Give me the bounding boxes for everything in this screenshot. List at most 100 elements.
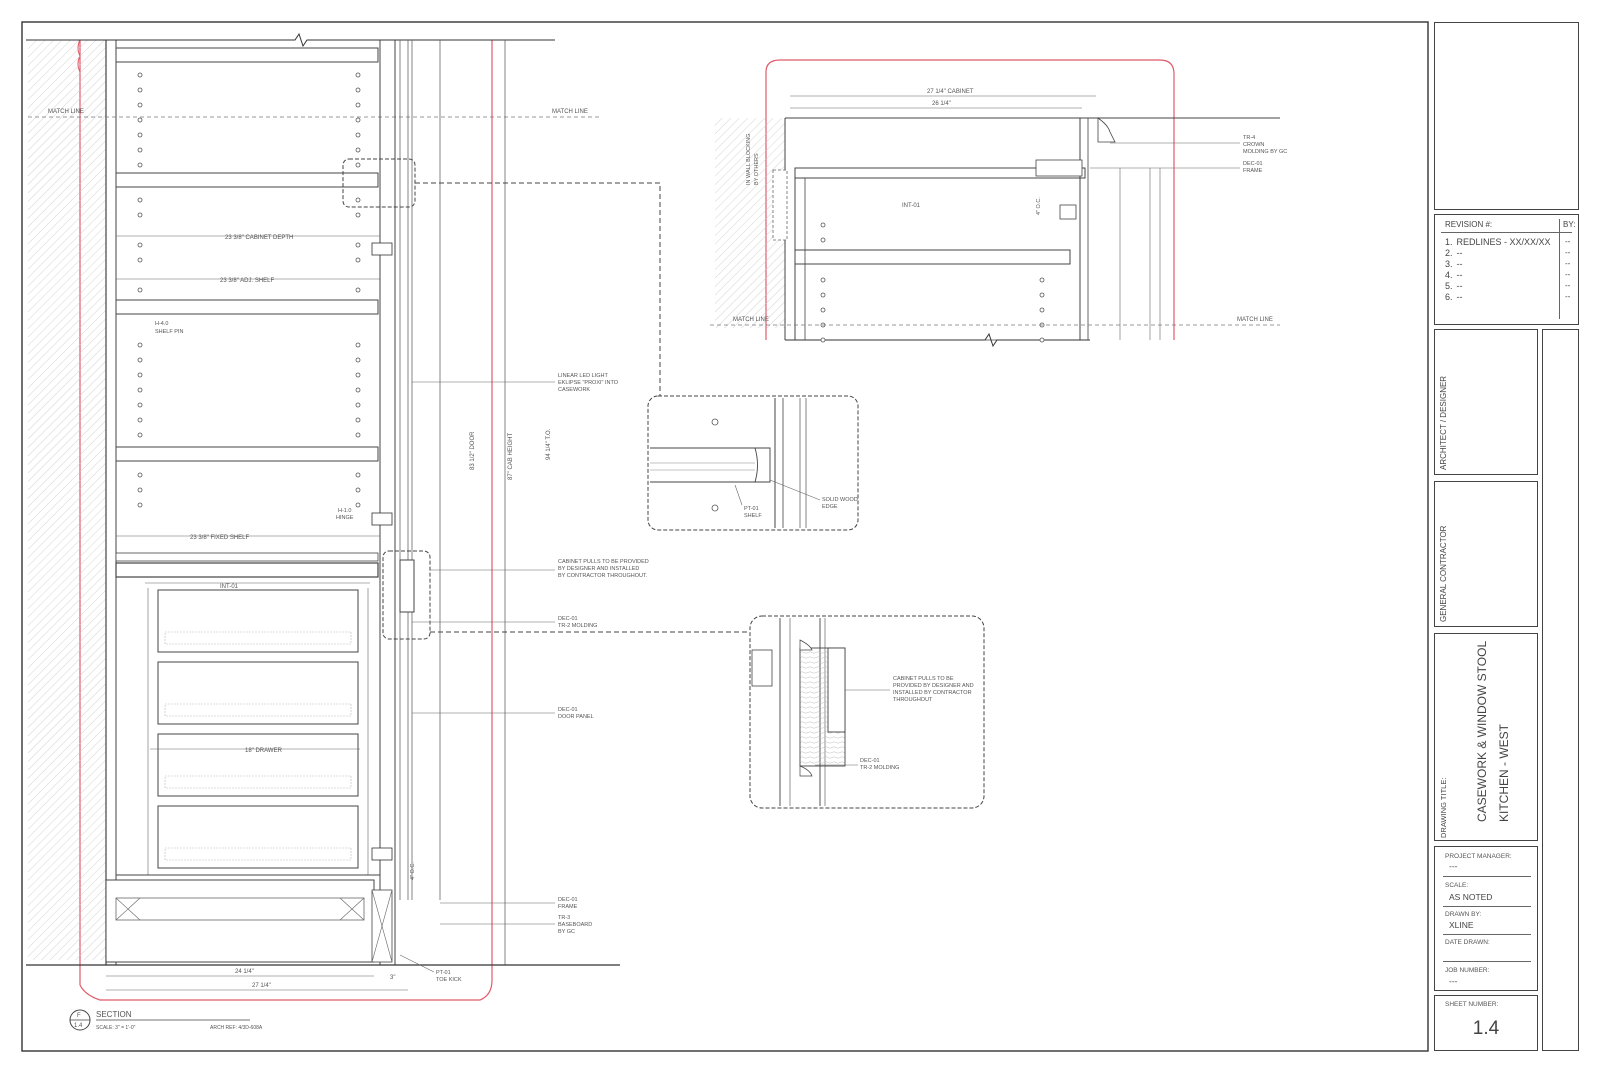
hinge-middle <box>371 512 393 526</box>
drawer-stack: INT-01 18" DRAWER <box>116 582 380 876</box>
pulls-note-3: BY CONTRACTOR THROUGHOUT. <box>558 573 648 579</box>
wall-hatch <box>28 40 106 960</box>
revision-row: 1.REDLINES - XX/XX/XX <box>1445 237 1551 247</box>
toe-kick-note-2: TOE KICK <box>436 977 462 983</box>
architect-label: ARCHITECT / DESIGNER <box>1439 375 1448 470</box>
upper-detail: 27 1/4" CABINET 26 1/4" INT-01 4" O.C. I… <box>710 59 1287 348</box>
revision-by: -- <box>1565 248 1571 257</box>
dim-cabinet-depth: 23 3/8" CABINET DEPTH <box>225 235 293 241</box>
baseboard-note-2: BASEBOARD <box>558 922 592 928</box>
revision-by-header: BY: <box>1563 220 1576 229</box>
drawing-title-line1: CASEWORK & WINDOW STOOL <box>1475 640 1489 822</box>
upper-cabinet-dim: 27 1/4" CABINET <box>927 89 974 95</box>
contractor-box: GENERAL CONTRACTOR <box>1434 481 1538 627</box>
drawn-by-value: XLINE <box>1449 920 1474 930</box>
pulls-note-1: CABINET PULLS TO BE PROVIDED <box>558 559 649 565</box>
architect-box: ARCHITECT / DESIGNER <box>1434 329 1538 475</box>
shelf-group <box>115 47 379 578</box>
revision-row: 2.-- <box>1445 248 1463 258</box>
revision-text: -- <box>1456 259 1463 269</box>
redline-cloud-main <box>79 40 493 1001</box>
revision-box: REVISION #: BY: 1.REDLINES - XX/XX/XX--2… <box>1434 214 1579 325</box>
revision-row: 5.-- <box>1445 281 1463 291</box>
project-manager-value: --- <box>1449 861 1458 871</box>
revision-number: 2. <box>1445 248 1453 258</box>
drawing-title-label: DRAWING TITLE: <box>1439 777 1448 838</box>
revision-header: REVISION #: <box>1445 220 1493 229</box>
arch-ref: ARCH REF: 4/3D-608A <box>210 1025 263 1031</box>
baseboard-note-1: TR-3 <box>558 915 570 921</box>
door-panel-note-2: DOOR PANEL <box>558 714 594 720</box>
pull-detail: CABINET PULLS TO BE PROVIDED BY DESIGNER… <box>749 615 985 809</box>
scale-value: AS NOTED <box>1449 892 1493 902</box>
pull-molding-note-2: TR-2 MOLDING <box>860 765 899 771</box>
title-block-logo-box <box>1434 22 1579 210</box>
hinge-upper <box>371 242 393 256</box>
revision-text: -- <box>1456 248 1463 258</box>
blocking-note-2: BY OTHERS <box>754 153 760 185</box>
dim-adj-shelf: 23 3/8" ADJ. SHELF <box>220 278 274 284</box>
blocking-note-1: IN WALL BLOCKING <box>746 133 752 185</box>
door-panel-note-1: DEC-01 <box>558 707 578 713</box>
pull-detail-note-4: THROUGHOUT <box>893 697 933 703</box>
revision-number: 1. <box>1445 237 1453 247</box>
shelf-detail: SOLID WOOD EDGE PT-01 SHELF <box>647 395 859 531</box>
sheet-number-box: SHEET NUMBER: 1.4 <box>1434 995 1538 1051</box>
pull-molding-note-1: DEC-01 <box>860 758 880 764</box>
dim-door: 83 1/2" DOOR <box>470 431 476 470</box>
project-manager-label: PROJECT MANAGER: <box>1445 853 1512 860</box>
revision-number: 5. <box>1445 281 1453 291</box>
revision-row: 3.-- <box>1445 259 1463 269</box>
upper-int01: INT-01 <box>902 203 921 209</box>
solid-wood-note-1: SOLID WOOD <box>822 497 858 503</box>
hinge-label-2: HINGE <box>336 515 354 521</box>
detail-callout-pull <box>382 550 431 640</box>
sheet-border <box>21 21 1429 1052</box>
led-note-1: LINEAR LED LIGHT <box>558 373 608 379</box>
pulls-note-2: BY DESIGNER AND INSTALLED <box>558 566 639 572</box>
sheet-number-value: 1.4 <box>1472 1018 1500 1039</box>
upper-oc: 4" O.C. <box>1036 197 1042 215</box>
upper-frame-note-2: FRAME <box>1243 168 1263 174</box>
frame-note-1: DEC-01 <box>558 897 578 903</box>
pt01-shelf-note-2: SHELF <box>744 513 762 519</box>
molding-note-1: DEC-01 <box>558 616 578 622</box>
led-note-2: EKLIPSE "PROXI" INTO <box>558 380 619 386</box>
revision-by: -- <box>1565 270 1571 279</box>
revision-number: 3. <box>1445 259 1453 269</box>
drawing-title-box: DRAWING TITLE: CASEWORK & WINDOW STOOL K… <box>1434 633 1538 841</box>
upper-break-line <box>785 332 1090 348</box>
toe-kick-note-1: PT-01 <box>436 970 451 976</box>
dim-24: 24 1/4" <box>235 969 254 975</box>
job-number-label: JOB NUMBER: <box>1445 967 1490 974</box>
int01-label: INT-01 <box>220 584 239 590</box>
upper-frame-note-1: DEC-01 <box>1243 161 1263 167</box>
project-info-box: PROJECT MANAGER: --- SCALE: AS NOTED DRA… <box>1434 846 1538 991</box>
crown-note-1: TR-4 <box>1243 135 1255 141</box>
redline-cloud-upper <box>765 59 1175 340</box>
dim-fixed-shelf: 23 3/8" FIXED SHELF <box>190 535 249 541</box>
match-line-label-left: MATCH LINE <box>48 109 84 115</box>
match-line-label-right: MATCH LINE <box>552 109 588 115</box>
revision-row: 6.-- <box>1445 292 1463 302</box>
dim-4oc: 4" O.C. <box>410 862 416 880</box>
section-tag-top: F <box>77 1013 81 1019</box>
drawing-title-line2: KITCHEN - WEST <box>1497 724 1511 822</box>
dim-27: 27 1/4" <box>252 983 271 989</box>
revision-number: 4. <box>1445 270 1453 280</box>
revision-text: -- <box>1456 292 1463 302</box>
right-strip <box>1542 329 1579 1051</box>
hinge-lower <box>371 847 393 861</box>
molding-note-2: TR-2 MOLDING <box>558 623 597 629</box>
main-section: MATCH LINE MATCH LINE <box>26 32 752 1031</box>
shelf-pin-label-2: SHELF PIN <box>155 329 183 335</box>
revision-text: -- <box>1456 281 1463 291</box>
section-scale: SCALE: 3" = 1'-0" <box>96 1025 136 1031</box>
contractor-label: GENERAL CONTRACTOR <box>1439 525 1448 622</box>
sheet-number-label: SHEET NUMBER: <box>1445 1001 1499 1008</box>
dim-3: 3" <box>390 975 395 981</box>
upper-inner-dim: 26 1/4" <box>932 101 951 107</box>
scale-label: SCALE: <box>1445 882 1469 889</box>
pull-detail-note-2: PROVIDED BY DESIGNER AND <box>893 683 974 689</box>
pull-detail-note-1: CABINET PULLS TO BE <box>893 676 954 682</box>
